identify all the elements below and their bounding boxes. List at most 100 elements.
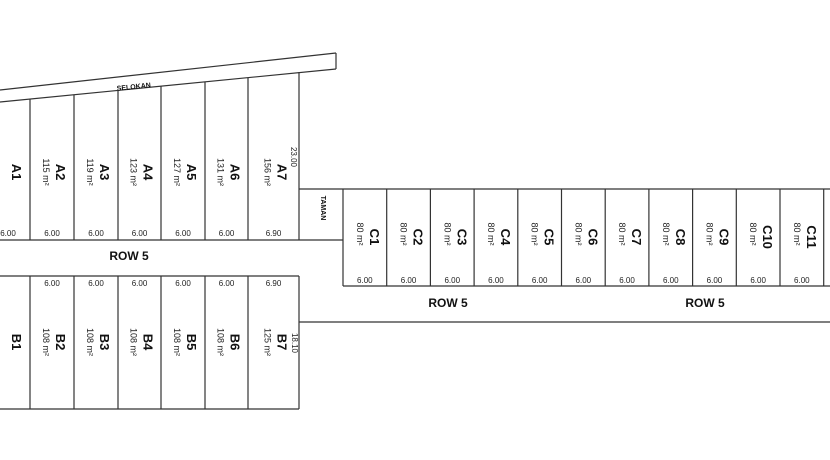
lot-area-label: 80 m²	[442, 222, 452, 245]
channel-top-line	[0, 52, 337, 91]
lot-id-label: B2	[53, 334, 68, 351]
lot-id-label: C8	[673, 229, 688, 246]
lot-id-label: A2	[53, 164, 68, 181]
lot-area-label: 80 m²	[792, 222, 802, 245]
lot-area-label: 80 m²	[704, 222, 714, 245]
lot-id-label: A1	[9, 164, 24, 181]
lot-id-label: C3	[454, 229, 469, 246]
lot-front-dim: 6.00	[576, 276, 592, 285]
lot-id-label: B4	[141, 334, 156, 351]
lot-area-label: 80 m²	[617, 222, 627, 245]
lot-front-dim: 6.00	[219, 229, 235, 238]
road-label-a: ROW 5	[109, 249, 149, 263]
lot-area-label: 108 m²	[129, 328, 139, 356]
lot-id-label: C1	[367, 229, 382, 246]
lot-id-label: C6	[585, 229, 600, 246]
lot-id-label: B7	[275, 334, 290, 351]
lot-area-label: 108 m²	[216, 328, 226, 356]
lot-area-label: 119 m²	[85, 158, 95, 185]
lot-area-label: 108 m²	[172, 328, 182, 356]
lot-front-dim: 6.00	[488, 276, 504, 285]
road-label-b: ROW 5	[428, 296, 468, 310]
lot-area-label: 127 m²	[172, 158, 182, 186]
lot-front-dim: 6.00	[532, 276, 548, 285]
lot-front-dim: 6.00	[88, 279, 104, 288]
lot-id-label: C9	[716, 229, 731, 246]
lot-id-label: C2	[411, 229, 426, 246]
block-a-frame: 23.00	[0, 72, 343, 241]
park-area: TAMAN	[299, 188, 344, 286]
lot-front-dim: 6.00	[794, 276, 810, 285]
lot-id-label: C4	[498, 229, 513, 246]
lot-front-dim: 6.00	[707, 276, 723, 285]
lot-front-dim: 6.00	[175, 279, 191, 288]
lot-area-label: 80 m²	[748, 222, 758, 245]
lot-id-label: A6	[228, 164, 243, 181]
lot-area-label: 108 m²	[85, 328, 95, 356]
block-a-side-dim: 23.00	[289, 147, 298, 168]
lot-area-label: 80 m²	[355, 222, 365, 245]
lot-id-label: A4	[141, 164, 156, 181]
lot-a1: A16.00	[0, 164, 24, 238]
lot-front-dim: 6.00	[132, 279, 148, 288]
lot-id-label: B6	[228, 334, 243, 351]
lot-front-dim: 6.00	[663, 276, 679, 285]
lot-front-dim: 6.00	[619, 276, 635, 285]
channel-strip: SELOKAN	[0, 52, 337, 103]
lot-id-label: B1	[9, 334, 24, 351]
lot-front-dim: 6.90	[266, 229, 282, 238]
lot-area-label: 80 m²	[573, 222, 583, 245]
lot-area-label: 156 m²	[263, 158, 273, 186]
lot-id-label: A7	[275, 164, 290, 181]
lot-id-label: B5	[184, 334, 199, 351]
lot-b1: B1	[9, 334, 24, 351]
lot-area-label: 80 m²	[399, 222, 409, 245]
lot-front-dim: 6.00	[132, 229, 148, 238]
lot-front-dim: 6.00	[175, 229, 191, 238]
lot-front-dim: 6.00	[44, 279, 60, 288]
channel-bottom-line	[0, 68, 337, 103]
lot-id-label: C11	[804, 225, 819, 248]
lot-id-label: C7	[629, 229, 644, 246]
lot-front-dim: 6.00	[88, 229, 104, 238]
lot-area-label: 131 m²	[216, 158, 226, 186]
road-label-c: ROW 5	[685, 296, 725, 310]
lot-area-label: 108 m²	[41, 328, 51, 356]
lot-front-dim: 6.00	[219, 279, 235, 288]
lot-front-dim: 6.00	[444, 276, 460, 285]
park-label: TAMAN	[319, 196, 326, 221]
lot-id-label: B3	[97, 334, 112, 351]
lot-id-label: C5	[542, 229, 557, 246]
lot-front-dim: 6.00	[44, 229, 60, 238]
lot-area-label: 80 m²	[661, 222, 671, 245]
block-b-side-dim: 18.10	[290, 333, 299, 354]
channel-label: SELOKAN	[116, 82, 151, 93]
lot-front-dim: 6.00	[357, 276, 373, 285]
